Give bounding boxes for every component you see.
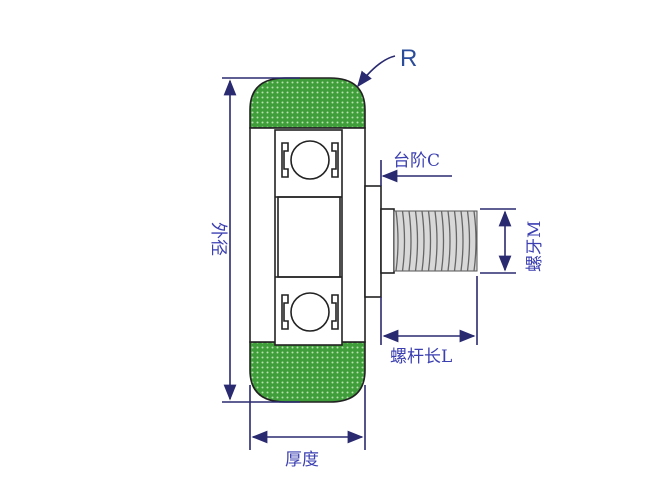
bearing-bore <box>277 196 341 278</box>
shaft-stub <box>380 208 395 274</box>
thread-line <box>453 210 458 272</box>
thread-label: 螺牙M <box>525 221 545 272</box>
bearing-ball-bottom <box>281 292 339 332</box>
threaded-shaft <box>393 210 478 272</box>
screw-length-label: 螺杆长L <box>390 347 452 367</box>
step-label: 台阶C <box>393 151 440 171</box>
tire-top <box>249 77 366 129</box>
thread-line <box>440 210 445 272</box>
step-flange <box>364 185 382 298</box>
thread-line <box>408 210 412 272</box>
thread-line <box>414 210 419 272</box>
radius-arrow <box>357 55 396 88</box>
thread-line <box>395 210 399 272</box>
radius-label: R <box>400 45 417 72</box>
thread-line <box>434 210 438 272</box>
outer-diameter-label: 外径 <box>208 222 228 256</box>
thread-line <box>460 210 464 272</box>
thread-line <box>401 210 406 272</box>
thickness-label: 厚度 <box>285 450 319 470</box>
thread-line <box>473 210 477 272</box>
thread-line <box>421 210 425 272</box>
bearing-ball-top <box>281 140 339 180</box>
tire-bottom <box>249 341 366 403</box>
thread-line <box>466 210 471 272</box>
thread-line <box>427 210 432 272</box>
thread-line <box>447 210 451 272</box>
